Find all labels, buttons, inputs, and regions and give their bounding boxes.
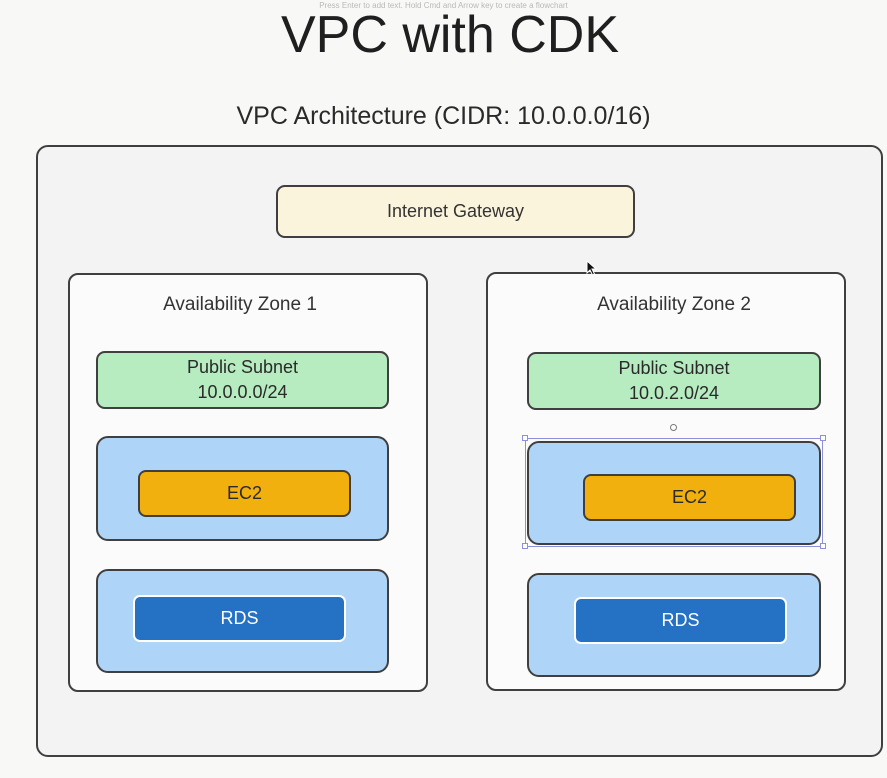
selection-frame	[525, 438, 823, 547]
diagram-subtitle[interactable]: VPC Architecture (CIDR: 10.0.0.0/16)	[236, 102, 651, 130]
mouse-cursor-icon	[586, 260, 598, 276]
rds-label-az2: RDS	[661, 610, 700, 630]
resize-handle-top-right[interactable]	[820, 435, 826, 441]
canvas-hint-text: Press Enter to add text. Hold Cmd and Ar…	[319, 1, 568, 10]
public-subnet-az2[interactable]: Public Subnet 10.0.2.0/24	[527, 352, 821, 410]
public-subnet-az1-cidr: 10.0.0.0/24	[197, 382, 288, 402]
ec2-label-az2: EC2	[671, 487, 707, 507]
rotate-handle[interactable]	[670, 424, 677, 431]
rds-label-az1: RDS	[220, 608, 259, 628]
internet-gateway-node[interactable]: Internet Gateway	[276, 185, 635, 238]
internet-gateway-label: Internet Gateway	[386, 201, 525, 221]
ec2-node-az2[interactable]: EC2	[583, 474, 796, 521]
ec2-label-az1: EC2	[226, 483, 262, 503]
availability-zone-2-title: Availability Zone 2	[597, 294, 751, 315]
ec2-node-az1[interactable]: EC2	[138, 470, 351, 517]
public-subnet-az2-cidr: 10.0.2.0/24	[628, 383, 720, 403]
public-subnet-az2-label: Public Subnet	[618, 358, 730, 378]
availability-zone-1-title: Availability Zone 1	[163, 294, 317, 315]
resize-handle-top-left[interactable]	[522, 435, 528, 441]
resize-handle-bottom-left[interactable]	[522, 543, 528, 549]
public-subnet-az1-label: Public Subnet	[186, 357, 299, 377]
rds-node-az1[interactable]: RDS	[133, 595, 346, 642]
public-subnet-az1[interactable]: Public Subnet 10.0.0.0/24	[96, 351, 389, 409]
page-title[interactable]: VPC with CDK	[280, 6, 620, 64]
resize-handle-bottom-right[interactable]	[820, 543, 826, 549]
rds-node-az2[interactable]: RDS	[574, 597, 787, 644]
